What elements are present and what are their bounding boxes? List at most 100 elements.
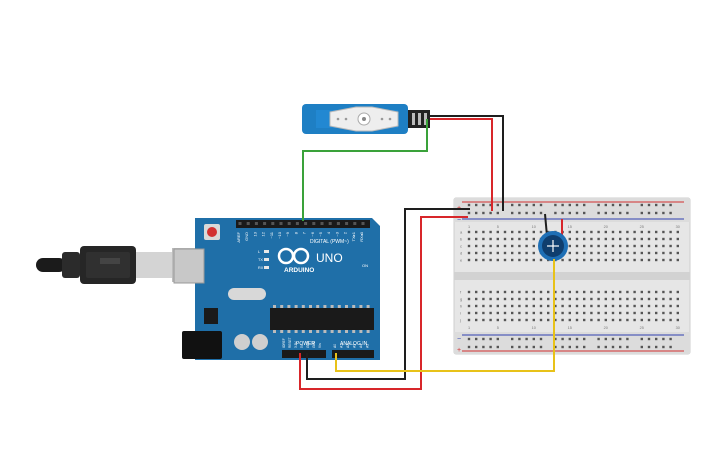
- breadboard-hole[interactable]: [669, 311, 672, 315]
- breadboard-hole[interactable]: [640, 297, 643, 301]
- breadboard-hole[interactable]: [626, 230, 629, 234]
- rail-hole[interactable]: [583, 345, 586, 349]
- breadboard-hole[interactable]: [503, 297, 507, 301]
- digital-pin-hole[interactable]: [287, 222, 291, 225]
- breadboard-hole[interactable]: [561, 318, 564, 322]
- breadboard-hole[interactable]: [511, 304, 514, 308]
- breadboard-hole[interactable]: [525, 311, 528, 315]
- rail-hole[interactable]: [467, 337, 471, 341]
- breadboard-hole[interactable]: [575, 311, 579, 315]
- breadboard-hole[interactable]: [511, 251, 514, 255]
- breadboard-hole[interactable]: [561, 258, 564, 262]
- breadboard-hole[interactable]: [475, 311, 478, 315]
- breadboard-hole[interactable]: [597, 251, 600, 255]
- breadboard-hole[interactable]: [590, 251, 593, 255]
- breadboard-hole[interactable]: [525, 237, 528, 241]
- rail-hole[interactable]: [554, 345, 557, 349]
- breadboard-hole[interactable]: [489, 297, 492, 301]
- digital-pin-hole[interactable]: [238, 222, 242, 225]
- breadboard-hole[interactable]: [518, 311, 521, 315]
- breadboard-hole[interactable]: [611, 258, 615, 262]
- breadboard-hole[interactable]: [503, 311, 507, 315]
- breadboard-hole[interactable]: [467, 311, 471, 315]
- breadboard-hole[interactable]: [604, 297, 607, 301]
- breadboard-hole[interactable]: [575, 304, 579, 308]
- breadboard-hole[interactable]: [482, 304, 485, 308]
- rail-hole[interactable]: [583, 203, 586, 207]
- breadboard-hole[interactable]: [633, 230, 636, 234]
- breadboard-hole[interactable]: [647, 251, 651, 255]
- rail-hole[interactable]: [475, 203, 478, 207]
- rail-hole[interactable]: [532, 203, 535, 207]
- breadboard-hole[interactable]: [590, 290, 593, 294]
- breadboard-hole[interactable]: [539, 230, 543, 234]
- rail-hole[interactable]: [568, 211, 571, 215]
- breadboard-hole[interactable]: [611, 237, 615, 241]
- breadboard-hole[interactable]: [568, 318, 571, 322]
- rail-hole[interactable]: [575, 345, 579, 349]
- breadboard-hole[interactable]: [640, 318, 643, 322]
- rail-hole[interactable]: [525, 345, 528, 349]
- breadboard-hole[interactable]: [518, 237, 521, 241]
- breadboard-hole[interactable]: [619, 290, 622, 294]
- rail-hole[interactable]: [475, 211, 478, 215]
- breadboard-hole[interactable]: [647, 311, 651, 315]
- digital-pin-hole[interactable]: [271, 222, 275, 225]
- breadboard-hole[interactable]: [676, 290, 679, 294]
- breadboard-hole[interactable]: [568, 304, 571, 308]
- breadboard-hole[interactable]: [583, 290, 586, 294]
- breadboard-hole[interactable]: [475, 297, 478, 301]
- digital-pin-hole[interactable]: [263, 222, 267, 225]
- breadboard-hole[interactable]: [525, 244, 528, 248]
- breadboard-hole[interactable]: [626, 290, 629, 294]
- rail-hole[interactable]: [496, 337, 499, 341]
- breadboard-hole[interactable]: [482, 244, 485, 248]
- breadboard-hole[interactable]: [676, 251, 679, 255]
- breadboard-hole[interactable]: [467, 318, 471, 322]
- digital-pin-hole[interactable]: [320, 222, 324, 225]
- breadboard-hole[interactable]: [597, 230, 600, 234]
- breadboard-hole[interactable]: [539, 258, 543, 262]
- breadboard-hole[interactable]: [503, 244, 507, 248]
- breadboard-hole[interactable]: [532, 311, 535, 315]
- rail-hole[interactable]: [539, 337, 543, 341]
- breadboard-hole[interactable]: [475, 318, 478, 322]
- breadboard-hole[interactable]: [626, 318, 629, 322]
- breadboard-hole[interactable]: [467, 237, 471, 241]
- breadboard-hole[interactable]: [662, 230, 665, 234]
- breadboard-hole[interactable]: [597, 311, 600, 315]
- breadboard-hole[interactable]: [583, 251, 586, 255]
- breadboard-hole[interactable]: [467, 258, 471, 262]
- breadboard-hole[interactable]: [655, 258, 658, 262]
- rail-hole[interactable]: [604, 211, 607, 215]
- breadboard-hole[interactable]: [547, 304, 550, 308]
- breadboard-hole[interactable]: [554, 290, 557, 294]
- rail-hole[interactable]: [539, 345, 543, 349]
- breadboard-hole[interactable]: [482, 258, 485, 262]
- rail-hole[interactable]: [525, 211, 528, 215]
- breadboard-hole[interactable]: [467, 290, 471, 294]
- wire-ground-rail[interactable]: [306, 208, 470, 380]
- rail-hole[interactable]: [619, 345, 622, 349]
- breadboard-hole[interactable]: [525, 297, 528, 301]
- breadboard-hole[interactable]: [655, 244, 658, 248]
- breadboard-hole[interactable]: [532, 230, 535, 234]
- breadboard-hole[interactable]: [611, 311, 615, 315]
- breadboard-hole[interactable]: [655, 237, 658, 241]
- rail-hole[interactable]: [626, 337, 629, 341]
- breadboard-hole[interactable]: [640, 230, 643, 234]
- digital-pin-hole[interactable]: [345, 222, 349, 225]
- breadboard-hole[interactable]: [626, 251, 629, 255]
- breadboard-hole[interactable]: [619, 237, 622, 241]
- breadboard-hole[interactable]: [532, 290, 535, 294]
- breadboard-hole[interactable]: [619, 311, 622, 315]
- wire-5v-rail[interactable]: [299, 216, 468, 390]
- breadboard-hole[interactable]: [669, 297, 672, 301]
- breadboard-hole[interactable]: [676, 304, 679, 308]
- breadboard-hole[interactable]: [568, 251, 571, 255]
- rail-hole[interactable]: [511, 211, 514, 215]
- rail-hole[interactable]: [511, 203, 514, 207]
- breadboard-hole[interactable]: [511, 237, 514, 241]
- breadboard-hole[interactable]: [611, 230, 615, 234]
- breadboard-hole[interactable]: [489, 318, 492, 322]
